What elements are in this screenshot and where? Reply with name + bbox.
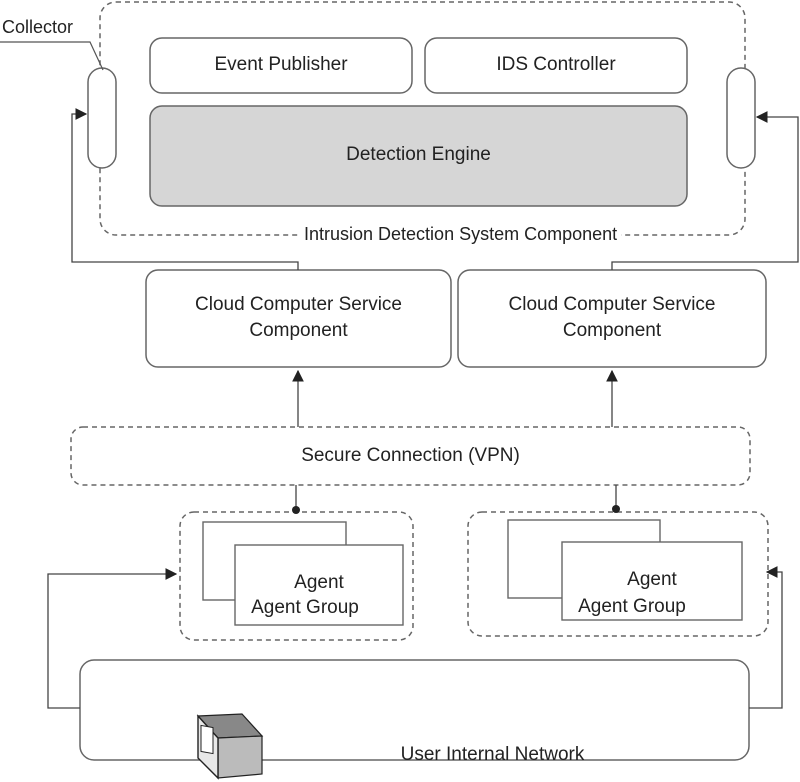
detection-engine-label: Detection Engine <box>346 144 491 165</box>
secure-connection-label: Secure Connection (VPN) <box>301 445 520 466</box>
agent-label-right: Agent <box>627 569 677 590</box>
cloud-service-right-line2: Component <box>562 320 662 341</box>
ids-controller-label: IDS Controller <box>496 54 616 75</box>
user-network-label: User Internal Network <box>400 744 585 765</box>
agent-front-box-left <box>234 544 404 626</box>
arrow-network-to-agent-left <box>47 568 178 709</box>
agent-label-left: Agent <box>294 572 344 593</box>
arrow-cloud-right-to-collector <box>611 111 799 270</box>
arrow-network-to-agent-right <box>749 566 783 709</box>
cloud-service-right-line1: Cloud Computer Service <box>508 294 716 315</box>
agent-group-label-right: Agent Group <box>578 596 686 617</box>
collector-callout-line <box>0 41 104 71</box>
ids-component-label: Intrusion Detection System Component <box>300 221 622 247</box>
ids-controller-box <box>424 37 688 94</box>
cloud-service-left-line1: Cloud Computer Service <box>195 294 402 315</box>
agent-front-box-right <box>561 541 743 621</box>
cloud-service-left-line2: Component <box>249 320 348 341</box>
agent-group-label-left: Agent Group <box>251 597 359 618</box>
computer-monitor-icon <box>196 713 264 780</box>
collector-label: Collector <box>2 17 74 37</box>
collector-capsule-left <box>87 67 117 169</box>
connector-dot-left <box>292 506 300 514</box>
event-publisher-label: Event Publisher <box>214 54 348 75</box>
connector-dot-right <box>612 505 620 513</box>
arrow-cloud-left-to-collector <box>71 108 299 270</box>
detection-engine-box <box>149 105 688 207</box>
secure-connection-box <box>70 426 751 486</box>
event-publisher-box <box>149 37 413 94</box>
collector-capsule-right <box>726 67 756 169</box>
